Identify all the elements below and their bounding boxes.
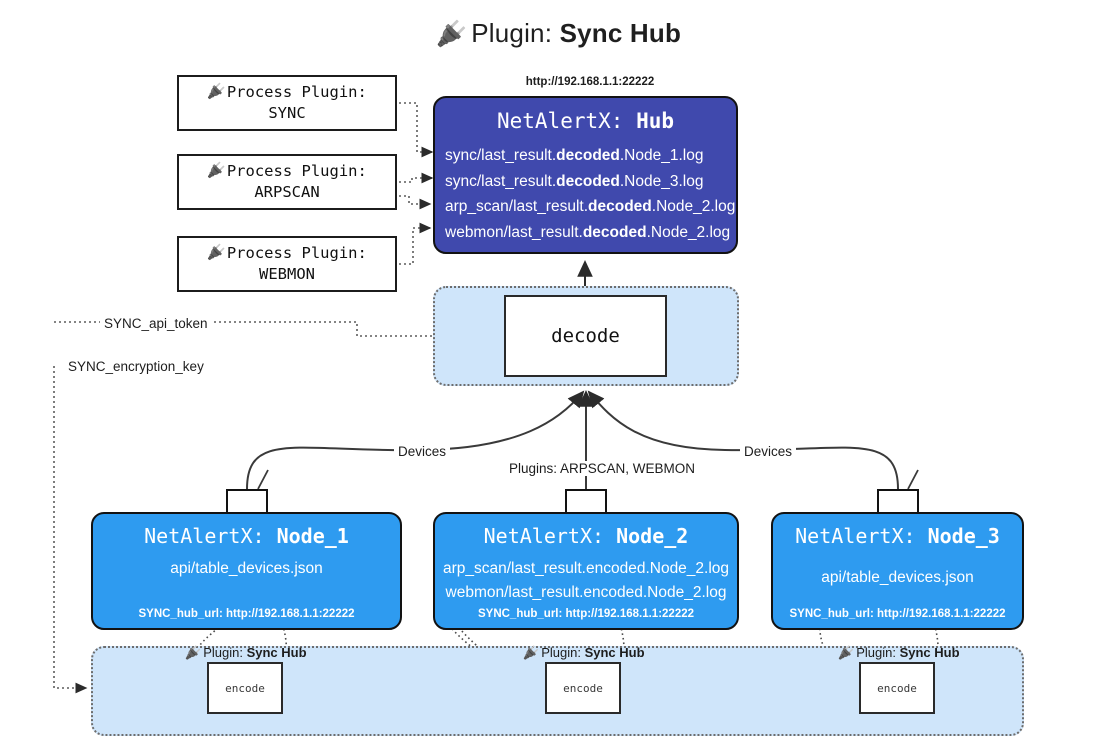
- node-line: api/table_devices.json: [170, 560, 323, 577]
- node-hub-url: SYNC_hub_url: http://192.168.1.1:22222: [138, 608, 355, 620]
- encode-box[interactable]: encode: [545, 662, 621, 714]
- plug-icon: 🔌: [185, 645, 202, 660]
- label-sync-api-token: SYNC_api_token: [100, 316, 212, 331]
- label-plugins-middle: Plugins: ARPSCAN, WEBMON: [505, 461, 700, 476]
- log-pre: sync/last_result.: [445, 172, 557, 190]
- hub-log-list: sync/last_result.decoded.Node_1.log sync…: [435, 143, 736, 245]
- encode-box[interactable]: encode: [859, 662, 935, 714]
- log-post: .Node_2.log: [646, 223, 731, 241]
- encode-plugin-prefix: Plugin:: [203, 645, 247, 660]
- node-title: NetAlertX: Node_2: [435, 524, 737, 548]
- process-plugin-name: WEBMON: [259, 265, 315, 283]
- page-title: 🔌Plugin: Sync Hub: [0, 18, 1117, 49]
- hub-log-row: sync/last_result.decoded.Node_1.log: [435, 143, 736, 169]
- encode-plugin-prefix: Plugin:: [856, 645, 900, 660]
- node-line-list: api/table_devices.json: [773, 566, 1022, 590]
- log-post: .Node_2.log: [651, 198, 736, 216]
- encode-plugin-prefix: Plugin:: [541, 645, 585, 660]
- encode-plugin-name: Sync Hub: [584, 645, 645, 660]
- label-devices-right: Devices: [740, 444, 797, 459]
- process-plugin-webmon[interactable]: 🔌Process Plugin: WEBMON: [177, 236, 397, 292]
- encode-plugin-label: 🔌Plugin: Sync Hub: [838, 645, 960, 661]
- log-post: .Node_3.log: [619, 172, 704, 190]
- encode-plugin-label: 🔌Plugin: Sync Hub: [523, 645, 645, 661]
- hub-title-name: Hub: [636, 109, 674, 133]
- node-title-name: Node_1: [276, 524, 349, 548]
- process-plugin-header: 🔌Process Plugin:: [207, 243, 367, 264]
- node-title-name: Node_2: [616, 524, 689, 548]
- process-plugin-label: Process Plugin:: [226, 83, 367, 102]
- node-title-prefix: NetAlertX:: [144, 524, 277, 548]
- decode-box[interactable]: decode: [504, 295, 667, 377]
- label-devices-left: Devices: [394, 444, 451, 459]
- node-title: NetAlertX: Node_3: [773, 524, 1022, 548]
- plug-icon: 🔌: [838, 645, 855, 660]
- node-card-node-2[interactable]: NetAlertX: Node_2 arp_scan/last_result.e…: [433, 512, 739, 630]
- hub-log-row: sync/last_result.decoded.Node_3.log: [435, 169, 736, 195]
- log-pre: webmon/last_result.: [445, 223, 583, 241]
- node-line-list: api/table_devices.json: [93, 557, 400, 581]
- plug-icon: 🔌: [207, 83, 226, 101]
- plug-icon: 🔌: [207, 244, 226, 262]
- node-card-node-3[interactable]: NetAlertX: Node_3 api/table_devices.json…: [771, 512, 1024, 630]
- process-plugin-name: SYNC: [268, 104, 306, 122]
- node-hub-url: SYNC_hub_url: http://192.168.1.1:22222: [477, 608, 695, 620]
- label-sync-encryption-key: SYNC_encryption_key: [64, 359, 208, 374]
- node-title-prefix: NetAlertX:: [795, 524, 928, 548]
- plug-icon: 🔌: [207, 162, 226, 180]
- process-plugin-header: 🔌Process Plugin:: [207, 82, 367, 103]
- encode-box[interactable]: encode: [207, 662, 283, 714]
- plug-icon: 🔌: [435, 20, 468, 48]
- log-pre: sync/last_result.: [445, 147, 557, 164]
- node-line: api/table_devices.json: [821, 569, 974, 586]
- process-plugin-sync[interactable]: 🔌Process Plugin: SYNC: [177, 75, 397, 131]
- encode-plugin-name: Sync Hub: [899, 645, 960, 660]
- node-title: NetAlertX: Node_1: [93, 524, 400, 548]
- page-title-prefix: Plugin:: [471, 18, 560, 48]
- node-card-node-1[interactable]: NetAlertX: Node_1 api/table_devices.json…: [91, 512, 402, 630]
- log-em: decoded: [556, 172, 620, 190]
- node-line: arp_scan/last_result.encoded.Node_2.log: [442, 560, 730, 577]
- process-plugin-label: Process Plugin:: [226, 162, 367, 181]
- process-plugin-arpscan[interactable]: 🔌Process Plugin: ARPSCAN: [177, 154, 397, 210]
- node-hub-url: SYNC_hub_url: http://192.168.1.1:22222: [789, 608, 1006, 620]
- node-line-list: arp_scan/last_result.encoded.Node_2.log …: [435, 557, 737, 605]
- log-post: .Node_1.log: [619, 147, 704, 164]
- encode-plugin-name: Sync Hub: [246, 645, 307, 660]
- hub-log-row: webmon/last_result.decoded.Node_2.log: [435, 220, 736, 246]
- plug-icon: 🔌: [523, 645, 540, 660]
- log-em: decoded: [588, 198, 652, 216]
- process-plugin-name: ARPSCAN: [254, 183, 320, 201]
- node-title-prefix: NetAlertX:: [483, 524, 617, 548]
- log-em: decoded: [556, 147, 620, 164]
- hub-log-row: arp_scan/last_result.decoded.Node_2.log: [435, 194, 736, 220]
- hub-node[interactable]: NetAlertX: Hub sync/last_result.decoded.…: [433, 96, 738, 254]
- node-title-name: Node_3: [927, 524, 1000, 548]
- node-line: webmon/last_result.encoded.Node_2.log: [445, 584, 727, 602]
- log-pre: arp_scan/last_result.: [445, 198, 589, 216]
- page-title-name: Sync Hub: [559, 18, 682, 48]
- encode-plugin-label: 🔌Plugin: Sync Hub: [185, 645, 307, 661]
- hub-title-prefix: NetAlertX:: [496, 109, 637, 133]
- log-em: decoded: [582, 223, 647, 241]
- process-plugin-header: 🔌Process Plugin:: [207, 161, 367, 182]
- hub-title: NetAlertX: Hub: [435, 109, 736, 133]
- hub-url-label: http://192.168.1.1:22222: [525, 76, 655, 88]
- process-plugin-label: Process Plugin:: [226, 244, 367, 263]
